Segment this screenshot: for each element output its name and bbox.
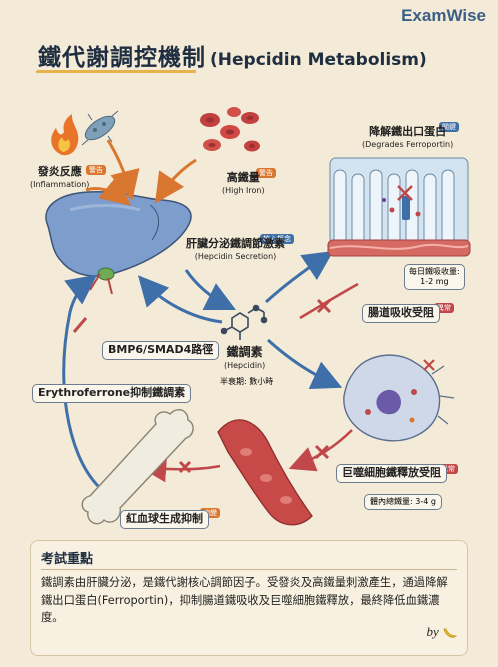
- blocked-x-icon: [316, 298, 332, 314]
- daily-absorption-line1: 每日鐵吸收量:: [409, 267, 460, 276]
- signature: by: [426, 624, 458, 640]
- arrow-hepcidin-to-intestine: [264, 251, 334, 304]
- tag-inflammation: 警告: [86, 157, 106, 176]
- hepcidin-en: (Hepcidin): [224, 360, 266, 370]
- label-macro-block: 巨噬細胞鐵釋放受阻: [336, 464, 447, 483]
- key-points-text: 鐵調素由肝臟分泌，是鐵代謝核心調節因子。受發炎及高鐵量刺激產生，通過降解鐵出口蛋…: [41, 576, 448, 624]
- blocked-x-icon: [314, 444, 330, 460]
- arrow-hepcidin-to-macrophage: [266, 338, 343, 389]
- arrow-bacteria-to-liver: [106, 139, 140, 201]
- label-ferroportin: 降解鐵出口蛋白 (Degrades Ferroportin): [362, 125, 454, 150]
- hepcidin-molecule-icon: [220, 304, 268, 340]
- tag-ferroportin: 關鍵: [439, 114, 459, 133]
- banana-logo-icon: [443, 628, 458, 638]
- title-underline: [36, 70, 196, 73]
- label-bmp-pathway: BMP6/SMAD4路徑: [102, 341, 220, 360]
- bone-icon: [81, 409, 194, 525]
- daily-absorption-line2: 1-2 mg: [420, 277, 449, 286]
- inhibit-bar-icon: [72, 317, 88, 333]
- macrophage-icon: [343, 354, 455, 442]
- tag-secretion: 核心概念: [260, 226, 294, 245]
- label-erythroferrone: Erythroferrone抑制鐵調素: [32, 384, 192, 403]
- arrow-iron-to-liver: [155, 158, 197, 204]
- intestine-villi-icon: [327, 157, 471, 257]
- blood-vessel-icon: [217, 419, 313, 526]
- tag-high-iron: 警告: [256, 160, 276, 179]
- label-gut-block: 腸道吸收受阻: [362, 304, 440, 323]
- liver-icon: [45, 190, 192, 295]
- arrow-erythroferrone-feedback: [62, 274, 100, 488]
- secretion-zh: 肝臟分泌鐵調節激素: [186, 237, 285, 250]
- arrow-bmp-feedback: [138, 275, 223, 324]
- high-iron-en: (High Iron): [222, 185, 265, 195]
- tag-gut-block: 異常: [434, 295, 454, 314]
- high-iron-zh: 高鐵量: [226, 171, 260, 184]
- bacteria-icon: [81, 110, 119, 146]
- red-blood-cells-icon: [200, 107, 260, 152]
- title-english: (Hepcidin Metabolism): [210, 50, 427, 70]
- title-chinese: 鐵代謝調控機制: [38, 45, 206, 71]
- signature-text: by: [426, 624, 439, 639]
- inflammation-en: (Inflammation): [30, 179, 90, 189]
- hepcidin-half-life: 半衰期: 數小時: [220, 377, 274, 386]
- arrow-liver-to-hepcidin: [184, 269, 237, 311]
- ferroportin-zh: 降解鐵出口蛋白: [369, 125, 447, 138]
- label-rbc-inhibition: 紅血球生成抑制: [120, 510, 209, 529]
- blocked-x-icon: [178, 460, 192, 474]
- key-points-heading: 考試重點: [41, 552, 94, 567]
- brand-logo: ExamWise: [401, 6, 486, 25]
- page-title: 鐵代謝調控機制(Hepcidin Metabolism): [38, 38, 427, 72]
- hepcidin-zh: 鐵調素: [226, 345, 263, 359]
- daily-absorption-note: 每日鐵吸收量: 1-2 mg: [404, 264, 465, 290]
- key-points-panel: 考試重點 鐵調素由肝臟分泌，是鐵代謝核心調節因子。受發炎及高鐵量刺激產生，通過降…: [30, 540, 468, 656]
- label-hepcidin: 鐵調素 (Hepcidin): [224, 345, 266, 371]
- label-inflammation: 發炎反應 (Inflammation): [30, 165, 90, 190]
- label-high-iron: 高鐵量 (High Iron): [222, 171, 265, 196]
- tag-rbc: 病變: [200, 500, 220, 519]
- fire-icon: [51, 114, 79, 156]
- inflammation-zh: 發炎反應: [37, 165, 82, 178]
- tag-macro-block: 異常: [438, 456, 458, 475]
- total-iron-note: 體內總鐵量: 3-4 g: [364, 494, 442, 510]
- arrow-macrophage-release-blocked: [288, 429, 353, 472]
- ferroportin-en: (Degrades Ferroportin): [362, 139, 454, 149]
- label-secretion: 肝臟分泌鐵調節激素 (Hepcidin Secretion): [186, 237, 285, 262]
- key-points-divider: [41, 569, 457, 570]
- secretion-en: (Hepcidin Secretion): [194, 251, 277, 261]
